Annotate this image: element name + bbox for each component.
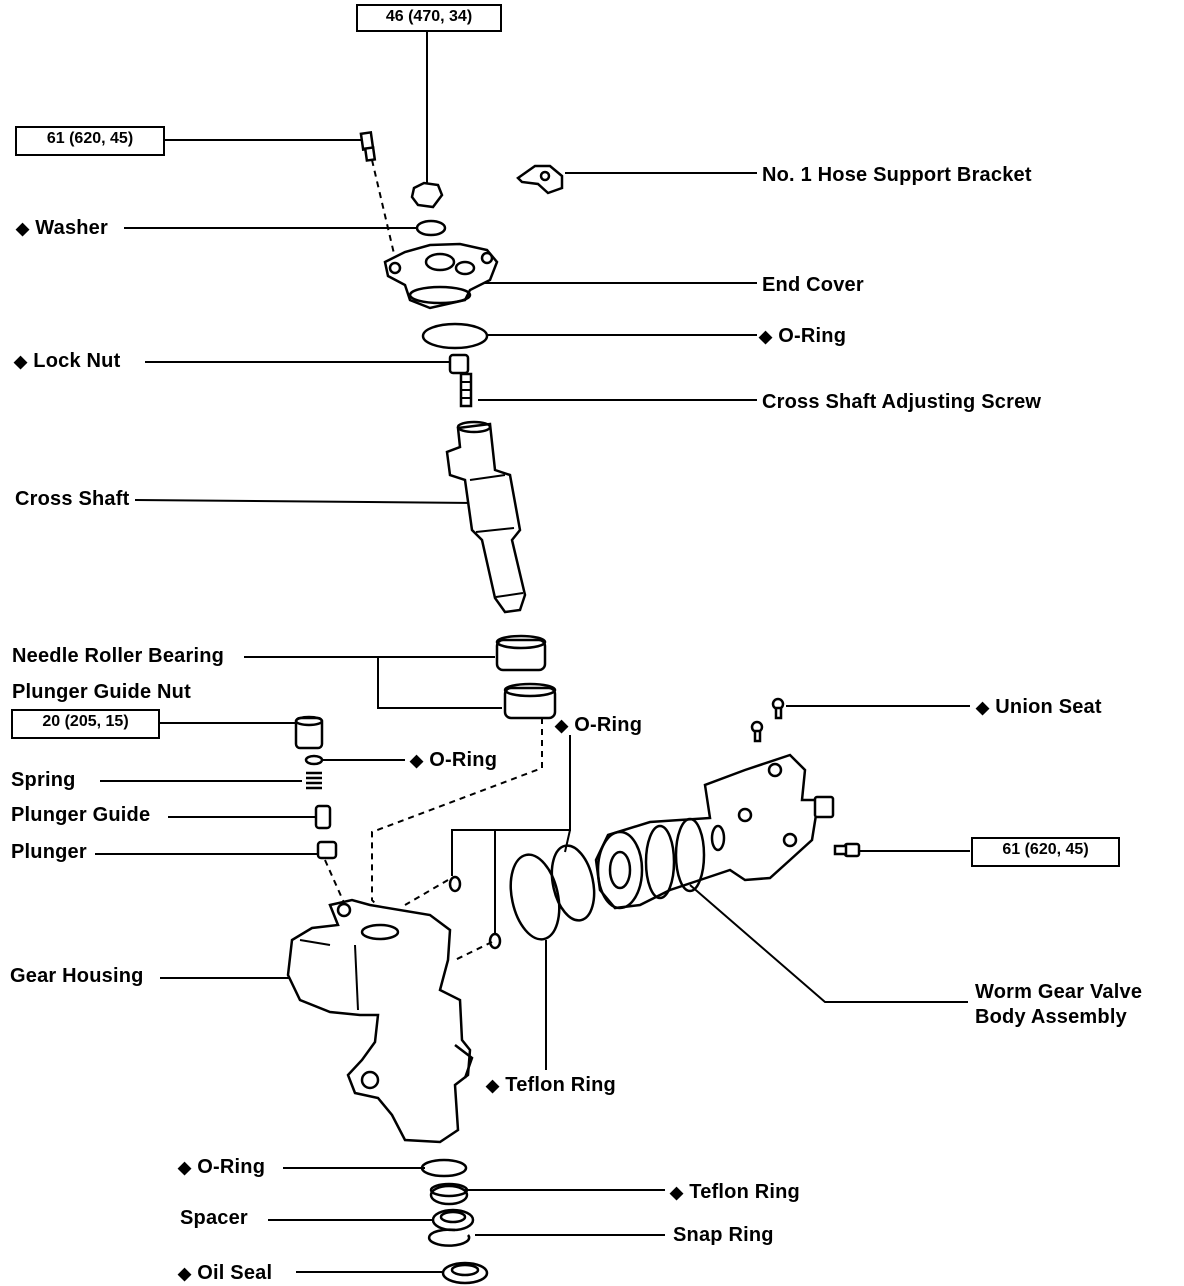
o-ring-end-cover-part: [421, 322, 489, 350]
non-reusable-marker: ◆: [178, 1264, 192, 1283]
o-ring-small-1: [448, 875, 462, 893]
end-cover-bolt-part: [359, 130, 377, 162]
oil-seal-part: [441, 1261, 489, 1285]
non-reusable-marker: ◆: [555, 716, 569, 735]
non-reusable-marker: ◆: [976, 698, 990, 717]
valve-body-bolt-part: [833, 842, 861, 858]
non-reusable-marker: ◆: [14, 352, 28, 371]
hose-bracket-part: [516, 164, 564, 195]
label-snap-ring: Snap Ring: [673, 1224, 774, 1246]
cross-shaft-part: [445, 420, 527, 614]
label-o-ring-end-cover: ◆O-Ring: [759, 325, 847, 347]
adjusting-screw-part: [459, 372, 473, 408]
teflon-ring-part-1: [509, 853, 561, 941]
plunger-guide-nut-part: [294, 715, 324, 750]
snap-ring-part: [427, 1228, 471, 1247]
end-cover-nut-part: [410, 181, 444, 209]
gear-housing-part: [286, 898, 474, 1144]
label-adjusting-screw: Cross Shaft Adjusting Screw: [762, 391, 1042, 413]
label-lock-nut: ◆Lock Nut: [14, 350, 121, 372]
lock-nut-part: [448, 353, 470, 375]
teflon-ring-2-part: [429, 1182, 469, 1206]
label-o-ring-plunger: ◆O-Ring: [410, 749, 498, 771]
non-reusable-marker: ◆: [410, 751, 424, 770]
torque-box-end-cover-nut: 46 (470, 34): [356, 4, 502, 32]
label-union-seat: ◆Union Seat: [976, 696, 1102, 718]
label-plunger-guide-nut: Plunger Guide Nut: [12, 681, 191, 703]
washer-part: [415, 219, 447, 237]
non-reusable-marker: ◆: [670, 1183, 684, 1202]
label-end-cover: End Cover: [762, 274, 864, 296]
label-o-ring-housing: ◆O-Ring: [555, 714, 643, 736]
non-reusable-marker: ◆: [16, 219, 30, 238]
plunger-guide-nut-part-upper: [503, 682, 557, 720]
non-reusable-marker: ◆: [759, 327, 773, 346]
plunger-guide-part: [314, 804, 332, 830]
end-cover-part: [383, 242, 499, 310]
label-needle-bearing: Needle Roller Bearing: [12, 645, 225, 667]
needle-bearing-part: [495, 634, 547, 672]
o-ring-small-2: [488, 932, 502, 950]
spacer-part: [431, 1208, 475, 1232]
label-spacer: Spacer: [180, 1207, 248, 1229]
label-plunger-guide: Plunger Guide: [11, 804, 151, 826]
plunger-part: [316, 840, 338, 860]
torque-box-plunger-guide-nut: 20 (205, 15): [11, 709, 160, 739]
label-washer: ◆Washer: [16, 217, 108, 239]
torque-box-valve-body-bolt: 61 (620, 45): [971, 837, 1120, 867]
worm-gear-valve-body-part: [594, 753, 835, 910]
non-reusable-marker: ◆: [486, 1076, 500, 1095]
label-worm-gear-line2: Body Assembly: [975, 1006, 1127, 1028]
o-ring-plunger-part: [304, 754, 324, 766]
label-cross-shaft: Cross Shaft: [15, 488, 130, 510]
label-oil-seal: ◆Oil Seal: [178, 1262, 273, 1284]
label-teflon-ring-2: ◆Teflon Ring: [670, 1181, 800, 1203]
torque-box-end-cover-bolt: 61 (620, 45): [15, 126, 165, 156]
label-gear-housing: Gear Housing: [10, 965, 144, 987]
label-o-ring-bottom: ◆O-Ring: [178, 1156, 266, 1178]
spring-part: [306, 771, 322, 790]
label-teflon-ring-1: ◆Teflon Ring: [486, 1074, 616, 1096]
o-ring-housing-part: [550, 844, 596, 922]
non-reusable-marker: ◆: [178, 1158, 192, 1177]
union-seat-part: [750, 697, 785, 743]
leader-lines: [95, 30, 970, 1273]
label-spring: Spring: [11, 769, 76, 791]
o-ring-bottom-part: [420, 1158, 468, 1178]
label-hose-bracket: No. 1 Hose Support Bracket: [762, 164, 1032, 186]
label-plunger: Plunger: [11, 841, 87, 863]
label-worm-gear-line1: Worm Gear Valve: [975, 981, 1143, 1003]
